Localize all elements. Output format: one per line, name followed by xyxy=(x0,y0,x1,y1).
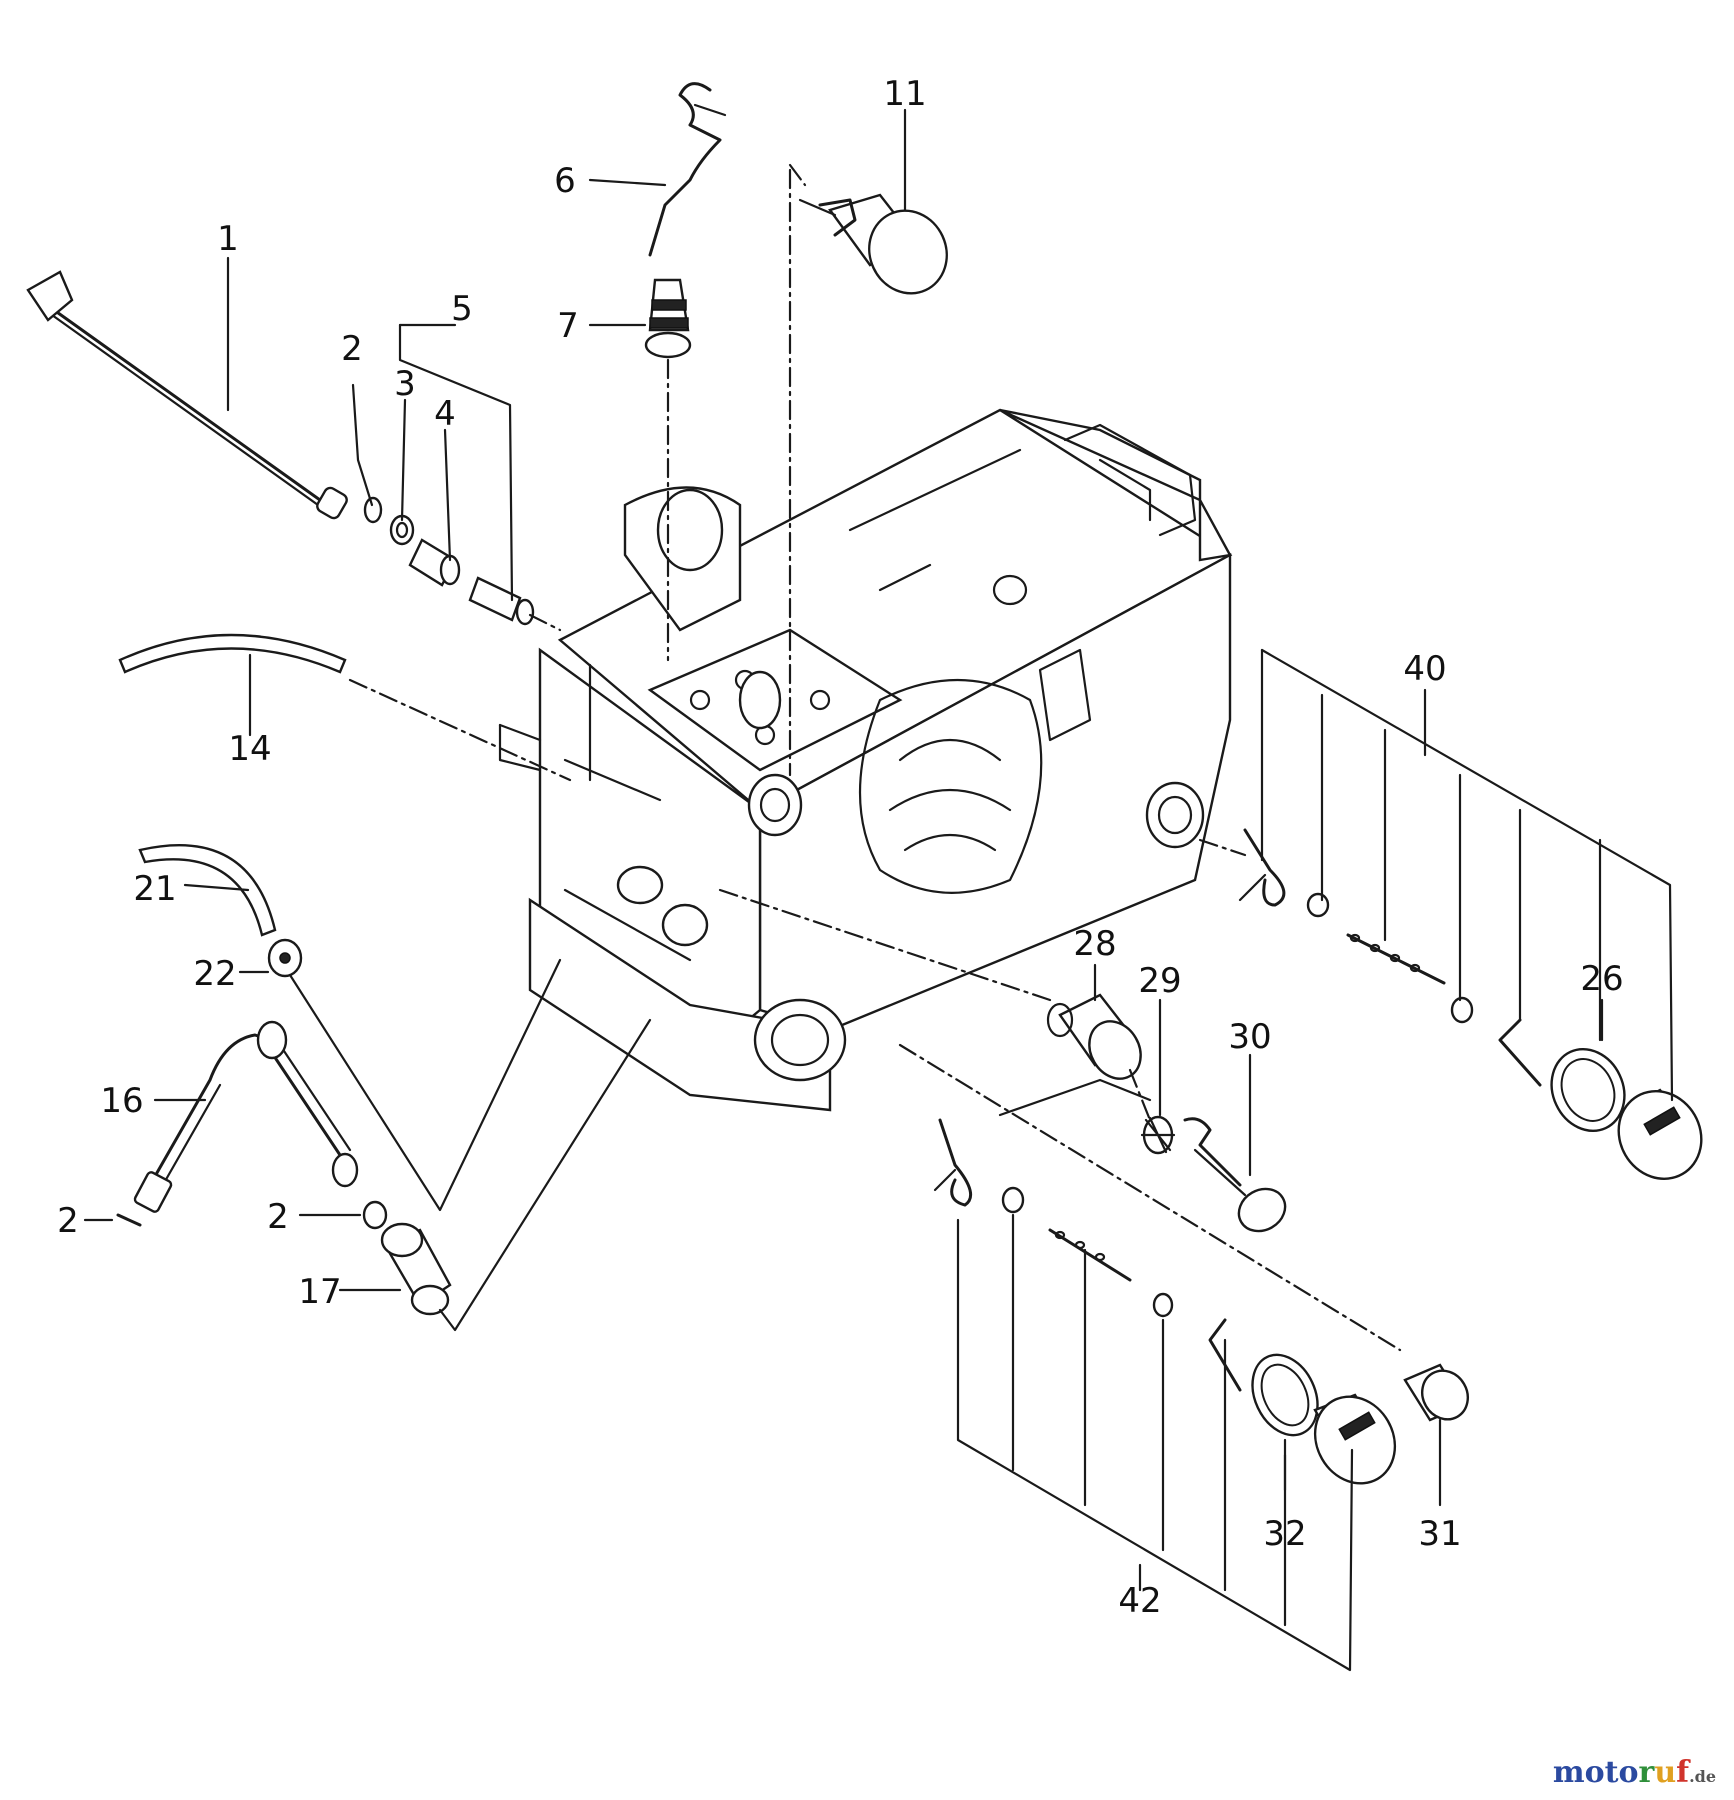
part-16-pipe xyxy=(133,1020,359,1213)
callout-42: 42 xyxy=(1118,1581,1161,1621)
callout-31: 31 xyxy=(1418,1514,1461,1554)
watermark-suffix: .de xyxy=(1689,1767,1716,1786)
part-2-lower-washers xyxy=(83,1200,388,1230)
callout-16: 16 xyxy=(100,1081,143,1121)
watermark-moto: moto xyxy=(1552,1755,1639,1790)
callout-40: 40 xyxy=(1403,649,1446,689)
part-28-sleeve xyxy=(718,888,1142,1080)
callout-32: 32 xyxy=(1263,1514,1306,1554)
callout-labels: 1 2 3 4 5 6 7 11 14 21 22 16 2 2 17 28 2… xyxy=(57,74,1623,1621)
callout-4: 4 xyxy=(434,394,456,434)
callout-2-upper: 2 xyxy=(341,329,363,369)
callout-22: 22 xyxy=(193,954,236,994)
callout-2-left: 2 xyxy=(57,1201,79,1241)
part-22-fitting xyxy=(238,938,562,1212)
crankcase-housing xyxy=(498,408,1233,1112)
part-2-3-4-rings xyxy=(351,323,562,632)
callout-3: 3 xyxy=(394,364,416,404)
callout-17: 17 xyxy=(298,1272,341,1312)
part-21-hose xyxy=(138,844,277,937)
watermark-letter: u xyxy=(1654,1755,1677,1790)
callout-14: 14 xyxy=(228,729,271,769)
part-1-dipstick xyxy=(26,256,348,520)
watermark-logo: motoruf.de xyxy=(1553,1755,1716,1790)
callout-11: 11 xyxy=(883,74,926,114)
part-11-cap xyxy=(788,108,948,777)
callout-30: 30 xyxy=(1228,1017,1271,1057)
callout-26: 26 xyxy=(1580,959,1623,999)
callout-1: 1 xyxy=(217,219,239,259)
watermark-letter: f xyxy=(1676,1755,1690,1790)
callout-5: 5 xyxy=(451,289,473,329)
part-6-spring-clip xyxy=(588,82,727,257)
part-42-valve-assembly xyxy=(898,1043,1469,1672)
callout-29: 29 xyxy=(1138,961,1181,1001)
callout-2-mid: 2 xyxy=(267,1197,289,1237)
part-17-valve xyxy=(338,1018,652,1332)
callout-7: 7 xyxy=(557,306,579,346)
watermark-ruf: ruf xyxy=(1639,1755,1690,1790)
callout-21: 21 xyxy=(133,869,176,909)
watermark-letter: r xyxy=(1638,1755,1655,1790)
part-30-pin xyxy=(1183,1053,1287,1233)
part-40-valve-assembly xyxy=(1198,648,1703,1181)
callout-28: 28 xyxy=(1073,924,1116,964)
part-7-grommet xyxy=(588,278,692,662)
callout-6: 6 xyxy=(554,161,576,201)
part-29-gear xyxy=(1128,998,1176,1155)
part-14-hose xyxy=(118,633,572,782)
